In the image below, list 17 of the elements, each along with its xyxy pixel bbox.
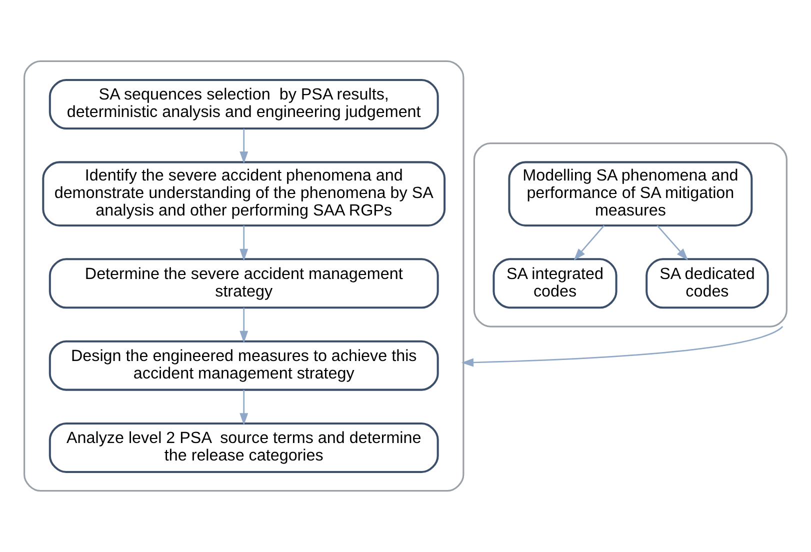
arrow [240, 390, 248, 426]
arrow [240, 128, 248, 164]
arrow [656, 225, 688, 260]
arrow [240, 308, 248, 344]
node-box: Design the engineered measures to achieve this accident management strategy [48, 340, 439, 391]
node-box: Analyze level 2 PSA source terms and determine the release categories [48, 422, 439, 473]
arrow [574, 225, 605, 260]
node-box: Determine the severe accident management strategy [48, 258, 439, 309]
cluster [473, 142, 788, 328]
node-box: Modelling SA phenomena and performance of SA mitigation measures [508, 161, 753, 226]
node-box: Identify the severe accident phenomena and demonstrate understanding of the phenomena by SA analysis and other performing SAA RGPs [42, 161, 446, 226]
node-box: SA integrated codes [492, 258, 618, 309]
node-box: SA dedicated codes [646, 258, 769, 309]
cluster [24, 60, 464, 492]
arrow [240, 226, 248, 261]
node-box: SA sequences selection by PSA results, deterministic analysis and engineering judgement [48, 79, 439, 130]
arrow [461, 326, 784, 367]
